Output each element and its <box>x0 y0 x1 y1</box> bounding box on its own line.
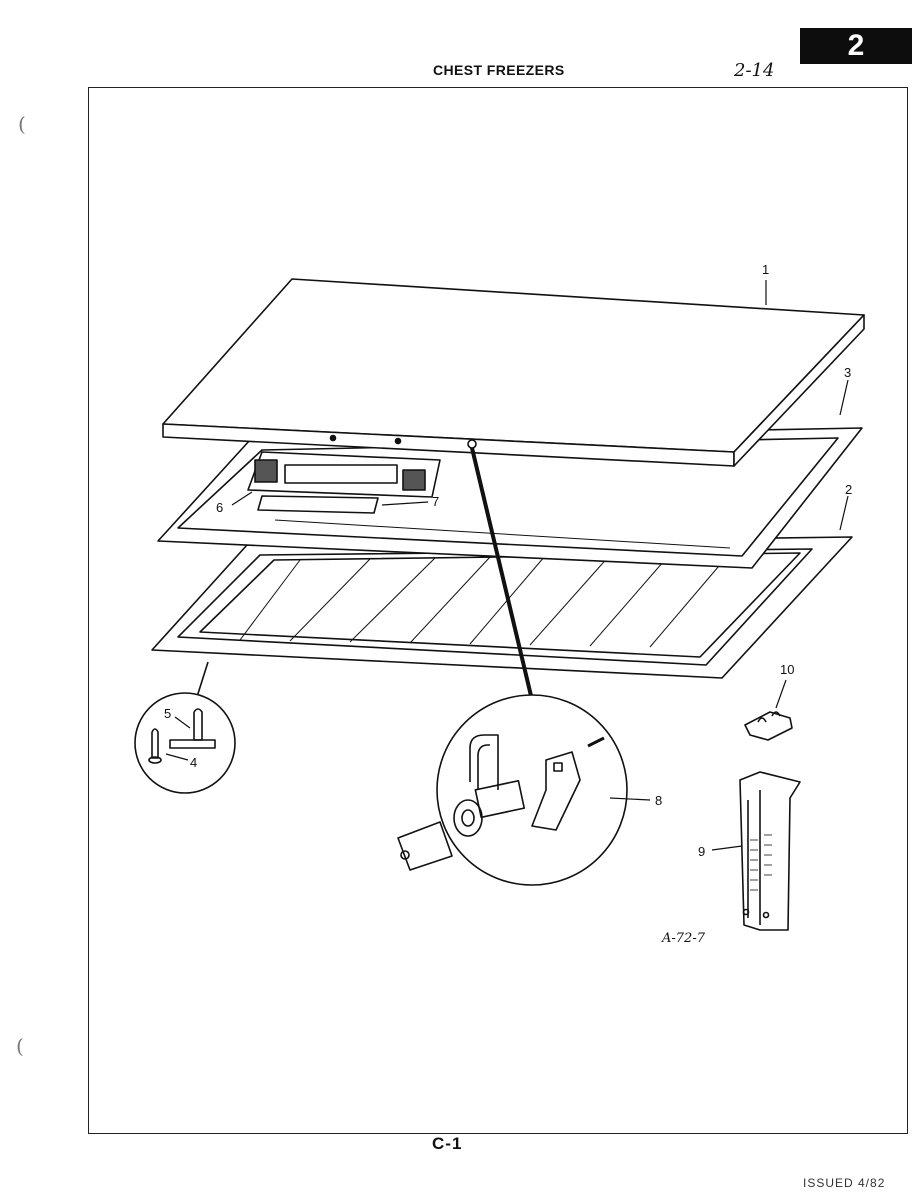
clip-part-10 <box>744 711 793 741</box>
callout-4: 4 <box>190 755 197 770</box>
margin-mark-top: ( <box>18 112 26 136</box>
section-tab: 2 <box>800 28 912 64</box>
callout-1: 1 <box>762 262 769 277</box>
callout-3: 3 <box>844 365 851 380</box>
lid-part-1 <box>162 278 865 467</box>
callout-5: 5 <box>164 706 171 721</box>
lock-detail-part-8 <box>397 694 628 886</box>
leader-lines <box>165 280 849 851</box>
lock-pointer-line <box>470 447 534 701</box>
callout-6: 6 <box>216 500 223 515</box>
hinge-part-9 <box>739 771 801 931</box>
figure-code: A-72-7 <box>661 931 706 946</box>
handwritten-note: 2-14 <box>734 60 775 81</box>
callout-10: 10 <box>780 662 794 677</box>
control-panel-part-6 <box>247 451 441 498</box>
issued-date: ISSUED 4/82 <box>803 1176 886 1190</box>
diagram-frame <box>88 87 908 1134</box>
hinge-detail-parts-4-5 <box>134 661 236 794</box>
callout-8: 8 <box>655 793 662 808</box>
page-title: CHEST FREEZERS <box>433 62 565 78</box>
callout-9: 9 <box>698 844 705 859</box>
callout-7: 7 <box>432 494 439 509</box>
page-number: C-1 <box>432 1134 463 1153</box>
margin-mark-bottom: ( <box>16 1034 24 1058</box>
callout-2: 2 <box>845 482 852 497</box>
breaker-frame-part-2 <box>151 536 853 679</box>
nameplate-part-7 <box>257 495 379 514</box>
